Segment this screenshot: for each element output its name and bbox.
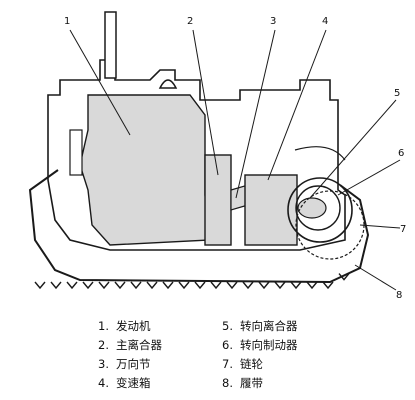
legend-label: 主离合器 [116,338,162,352]
legend-item-5: 5. 转向离合器 [222,318,298,334]
track-tooth [130,281,142,290]
gearbox [244,174,298,246]
leader-4 [267,29,327,181]
callout-4: 4 [322,16,328,27]
legend-label: 万向节 [116,357,151,371]
rear-fender [294,146,346,161]
leader-6 [337,159,401,196]
callout-3: 3 [270,16,276,27]
legend-number: 3. [98,357,109,371]
callout-2: 2 [187,16,193,27]
callout-1: 1 [64,16,70,27]
legend-label: 变速箱 [116,376,151,390]
track-tooth [34,281,46,290]
legend-number: 1. [98,319,109,333]
legend-item-3: 3. 万向节 [98,356,151,372]
track-tooth [226,281,238,290]
legend-number: 7. [222,357,233,371]
track-tooth [322,281,334,290]
legend-number: 4. [98,376,109,390]
callout-6: 6 [398,148,404,159]
steering-clutch-core [297,197,327,219]
engine [79,94,211,246]
legend-number: 6. [222,338,233,352]
track-tooth [338,273,350,281]
leader-3 [235,29,276,199]
leader-8 [354,264,397,291]
track-tooth [274,281,286,290]
track-tooth [66,281,78,290]
leader-5 [309,99,397,199]
track-tooth [178,281,190,290]
steering-brake [287,177,353,243]
track-tooth [242,281,254,290]
legend-label: 履带 [240,376,263,390]
track-tooth [162,281,174,290]
track-tooth [210,281,222,290]
leader-1 [69,29,131,136]
legend-item-4: 4. 变速箱 [98,375,151,391]
air-cleaner [158,79,178,89]
track-tooth [50,281,62,290]
leader-lines [69,29,401,291]
legend-label: 转向离合器 [240,319,298,333]
legend-number: 2. [98,338,109,352]
track-teeth [34,273,350,290]
steering-clutch [295,185,341,231]
track-tooth [258,281,270,290]
legend-item-8: 8. 履带 [222,375,263,391]
main-clutch [204,154,232,246]
legend-label: 转向制动器 [240,338,298,352]
radiator-grille [69,129,83,176]
legend-item-1: 1. 发动机 [98,318,151,334]
track-tooth [306,281,318,290]
track-tooth [82,281,94,290]
leader-2 [192,29,219,176]
legend-number: 8. [222,376,233,390]
callout-5: 5 [394,88,400,99]
legend-item-2: 2. 主离合器 [98,337,162,353]
track-tooth [290,281,302,290]
track-tooth [98,281,110,290]
legend-label: 发动机 [116,319,151,333]
legend-label: 链轮 [240,357,263,371]
leader-7 [359,224,401,229]
callout-7: 7 [400,224,406,235]
legend-number: 5. [222,319,233,333]
callout-8: 8 [396,290,402,301]
exhaust-stack [104,11,117,79]
track [28,169,370,290]
legend-item-6: 6. 转向制动器 [222,337,298,353]
track-tooth [146,281,158,290]
legend-item-7: 7. 链轮 [222,356,263,372]
track-tooth [114,281,126,290]
track-tooth [194,281,206,290]
